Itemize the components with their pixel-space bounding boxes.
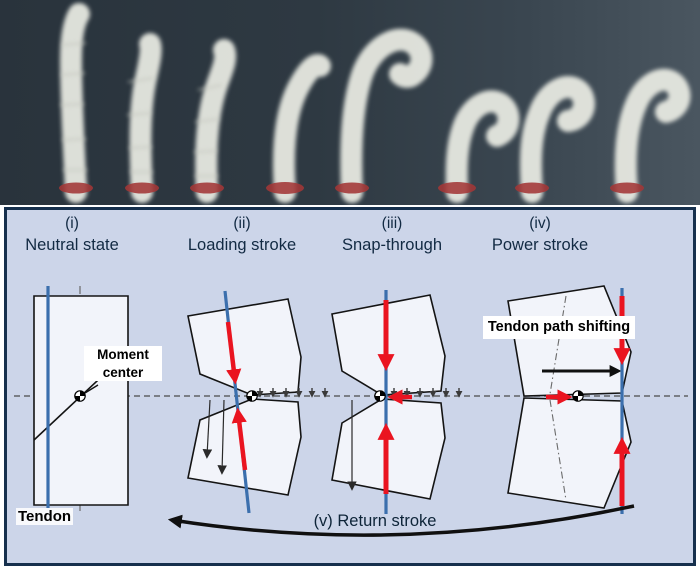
robot-segment-lines	[59, 42, 223, 177]
base-disc	[438, 182, 476, 194]
state-header-snap-through: (iii) Snap-through	[330, 213, 454, 257]
state-numeral: (i)	[65, 215, 79, 232]
robot-pose-7	[519, 76, 595, 203]
old-axis-dashdot	[549, 295, 567, 395]
state-label: Power stroke	[491, 236, 589, 254]
state-numeral: (ii)	[233, 215, 251, 232]
moment-center-icon	[74, 390, 86, 402]
base-disc	[515, 182, 549, 194]
robot-pose-4	[272, 54, 331, 203]
moment-center-icon	[374, 390, 386, 402]
slack-arrow	[202, 399, 213, 459]
loading-stroke-diagram	[187, 290, 329, 514]
robot-pose-8	[614, 68, 691, 203]
robot-pose-1	[59, 3, 90, 203]
robot-poses	[59, 3, 691, 203]
robot-bases	[59, 182, 644, 194]
tendon-tension-arrow-down	[225, 321, 242, 385]
robot-pose-2	[129, 33, 162, 203]
snap-through-diagram	[331, 290, 463, 514]
return-stroke-label: (v) Return stroke	[313, 512, 437, 530]
lower-block	[187, 398, 302, 496]
label-connector	[84, 384, 99, 394]
mechanism-diagram	[14, 285, 688, 537]
neutral-state-diagram	[33, 286, 129, 512]
base-disc	[610, 182, 644, 194]
lower-block	[507, 397, 632, 509]
moment-center-icon	[246, 390, 258, 402]
tendon-path-shifting-label: Tendon path shifting	[483, 316, 635, 339]
state-numeral: (iv)	[529, 215, 551, 232]
base-disc	[190, 182, 224, 194]
tendon-tension-arrow-up	[231, 407, 248, 471]
contact-pressure-arrows	[256, 388, 329, 398]
base-disc	[335, 182, 369, 194]
state-header-loading: (ii) Loading stroke	[180, 213, 304, 257]
state-header-power: (iv) Power stroke	[478, 213, 602, 257]
return-stroke-arrow	[167, 504, 635, 537]
soft-robot-photo-strip	[0, 0, 700, 205]
state-label: Loading stroke	[187, 236, 297, 254]
state-label: Neutral state	[25, 236, 119, 254]
moment-center-icon	[572, 390, 584, 402]
state-header-neutral: (i) Neutral state	[12, 213, 132, 257]
state-numeral: (iii)	[381, 215, 403, 232]
robot-pose-6	[445, 90, 520, 203]
upper-block	[187, 298, 302, 396]
base-disc	[266, 182, 304, 194]
soft-robot-sequence	[59, 3, 691, 203]
tendon-label: Tendon	[16, 508, 74, 525]
moment-center-label: Moment center	[84, 346, 162, 382]
base-disc	[125, 182, 159, 194]
state-label: Snap-through	[342, 236, 442, 254]
power-stroke-diagram	[507, 285, 632, 514]
upper-block	[507, 285, 632, 397]
base-disc	[59, 182, 93, 194]
slack-arrow	[217, 399, 227, 475]
robot-pose-5	[340, 28, 433, 203]
old-axis-dashdot	[549, 399, 567, 501]
